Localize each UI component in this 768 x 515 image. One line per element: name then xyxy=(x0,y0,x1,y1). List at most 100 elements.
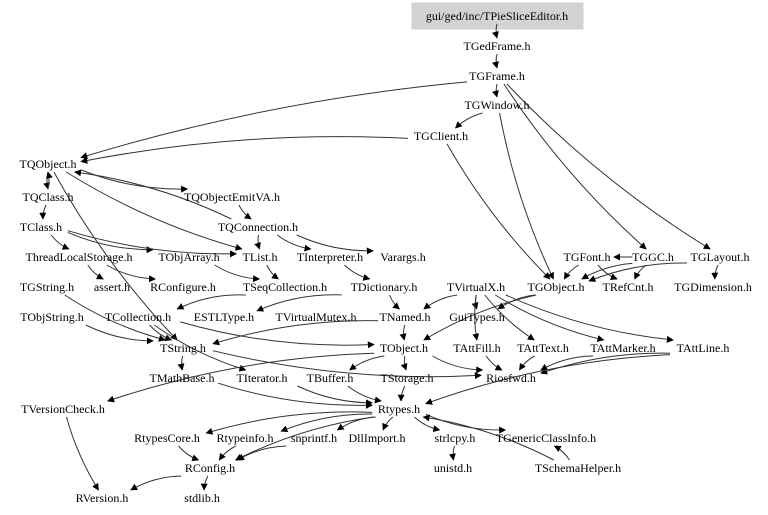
node-tschemahelper[interactable]: TSchemaHelper.h xyxy=(535,461,621,475)
node-tgedframe[interactable]: TGedFrame.h xyxy=(464,39,531,53)
edge-tattline-to-rtypes xyxy=(425,354,671,405)
edge-tqconnection-to-tqobject xyxy=(74,169,232,220)
edge-tgfont-to-tgobject xyxy=(563,264,579,280)
edge-titerator-to-rtypes xyxy=(297,385,373,407)
node-tgfont[interactable]: TGFont.h xyxy=(563,250,610,264)
node-stdlib[interactable]: stdlib.h xyxy=(184,491,220,505)
edge-root-to-tgedframe xyxy=(492,23,499,39)
edge-tdictionary-to-estltype xyxy=(256,294,342,312)
edge-tbuffer-to-rtypes xyxy=(347,385,382,404)
node-tdictionary[interactable]: TDictionary.h xyxy=(351,280,418,294)
edge-tschemahelper-to-tgenericclassinfo xyxy=(553,445,570,461)
edge-tqobject-to-tqclass xyxy=(43,171,50,190)
edge-tcollection-to-tobject xyxy=(180,321,375,349)
node-assert[interactable]: assert.h xyxy=(94,280,130,294)
edge-tqobject-to-tlist xyxy=(65,171,243,251)
edge-threadlocalstorage-to-assert xyxy=(87,264,104,280)
edge-tgframe-to-tggc xyxy=(503,83,647,250)
node-tqconnection[interactable]: TQConnection.h xyxy=(218,220,298,234)
node-tattline[interactable]: TAttLine.h xyxy=(677,341,730,355)
node-trefcnt[interactable]: TRefCnt.h xyxy=(603,280,654,294)
node-threadlocalstorage[interactable]: ThreadLocalStorage.h xyxy=(26,250,133,264)
edge-tstring-to-tmathbase xyxy=(177,355,185,371)
node-estltype[interactable]: ESTLType.h xyxy=(194,310,254,324)
node-tcollection[interactable]: TCollection.h xyxy=(105,310,171,324)
node-rconfigure[interactable]: RConfigure.h xyxy=(150,280,216,294)
edge-tgfont-to-trefcnt xyxy=(597,264,618,280)
node-tvirtualx[interactable]: TVirtualX.h xyxy=(447,280,505,294)
node-tglayout[interactable]: TGLayout.h xyxy=(691,250,750,264)
node-tqclass[interactable]: TQClass.h xyxy=(23,190,74,204)
node-tnamed[interactable]: TNamed.h xyxy=(380,310,431,324)
edge-tvirtualx-to-tatttext xyxy=(484,294,535,341)
node-tobjstring[interactable]: TObjString.h xyxy=(20,310,83,324)
node-tgenericclassinfo[interactable]: TGenericClassInfo.h xyxy=(496,431,596,445)
node-varargs[interactable]: Varargs.h xyxy=(380,250,425,264)
edge-tqconnection-to-varargs xyxy=(296,234,374,255)
edge-tqobject-to-tstring xyxy=(53,171,178,341)
node-tobject[interactable]: TObject.h xyxy=(380,341,428,355)
node-rtypescore[interactable]: RtypesCore.h xyxy=(134,431,200,445)
node-tgstring[interactable]: TGString.h xyxy=(20,280,74,294)
node-tversioncheck[interactable]: TVersionCheck.h xyxy=(21,402,105,416)
node-titerator[interactable]: TIterator.h xyxy=(237,371,288,385)
node-strlcpy[interactable]: strlcpy.h xyxy=(435,431,476,445)
edge-tnamed-to-tobject xyxy=(399,324,407,341)
node-rtypes[interactable]: Rtypes.h xyxy=(378,402,420,416)
edge-tattfill-to-riosfwd xyxy=(485,355,503,371)
node-tbuffer[interactable]: TBuffer.h xyxy=(307,371,354,385)
node-tclass[interactable]: TClass.h xyxy=(20,220,62,234)
edge-rconfig-to-stdlib xyxy=(200,475,209,491)
node-rconfig[interactable]: RConfig.h xyxy=(185,461,235,475)
edge-tversioncheck-to-rversion xyxy=(66,416,99,491)
edge-tgwindow-to-tgclient xyxy=(454,112,483,129)
edge-tgstring-to-tstring xyxy=(64,294,166,342)
node-root[interactable]: gui/ged/inc/TPieSliceEditor.h xyxy=(426,9,568,23)
node-tattmarker[interactable]: TAttMarker.h xyxy=(590,341,655,355)
node-tobjarray[interactable]: TObjArray.h xyxy=(158,250,219,264)
edge-tqclass-to-tqobject xyxy=(46,171,53,190)
edge-tattline-to-riosfwd xyxy=(540,352,671,375)
node-tatttext[interactable]: TAttText.h xyxy=(517,341,569,355)
node-tvirtualmutex[interactable]: TVirtualMutex.h xyxy=(276,310,357,324)
edge-rtypes-to-snprintf xyxy=(336,416,376,431)
edge-tqobject-to-tqobjectemitva xyxy=(80,169,189,193)
node-tmathbase[interactable]: TMathBase.h xyxy=(150,371,215,385)
edge-rtypescore-to-rconfig xyxy=(178,445,200,462)
edge-rtypes-to-rconfig xyxy=(234,416,374,461)
edge-tclass-to-tlist xyxy=(67,230,237,258)
node-tggc[interactable]: TGGC.h xyxy=(632,250,674,264)
node-riosfwd[interactable]: Riosfwd.h xyxy=(486,371,536,385)
node-tstorage[interactable]: TStorage.h xyxy=(381,371,434,385)
node-tattfill[interactable]: TAttFill.h xyxy=(453,341,500,355)
node-rtypeinfo[interactable]: Rtypeinfo.h xyxy=(217,431,274,445)
edge-tgframe-to-tglayout xyxy=(506,83,711,250)
node-snprintf[interactable]: snprintf.h xyxy=(291,431,337,445)
node-tseqcollection[interactable]: TSeqCollection.h xyxy=(243,280,327,294)
edge-snprintf-to-rconfig xyxy=(237,445,287,461)
node-dllimport[interactable]: DllImport.h xyxy=(349,431,406,445)
edge-tstorage-to-rtypes xyxy=(397,385,406,402)
node-tqobject[interactable]: TQObject.h xyxy=(20,157,77,171)
root-node-box xyxy=(411,2,584,30)
node-tgwindow[interactable]: TGWindow.h xyxy=(464,98,529,112)
edge-tgobject-to-tobject xyxy=(423,294,537,341)
node-tinterpreter[interactable]: TInterpreter.h xyxy=(297,250,363,264)
node-tlist[interactable]: TList.h xyxy=(243,250,278,264)
edge-tglayout-to-tgdimension xyxy=(711,264,719,280)
node-rversion[interactable]: RVersion.h xyxy=(76,491,129,505)
edge-rtypes-to-rtypescore xyxy=(205,411,373,435)
edge-tclass-to-tobjarray xyxy=(67,231,154,254)
node-tgframe[interactable]: TGFrame.h xyxy=(469,69,525,83)
edge-tinterpreter-to-tdictionary xyxy=(344,264,371,281)
edge-tgedframe-to-tgframe xyxy=(492,53,499,69)
node-tqobjectemitva[interactable]: TQObjectEmitVA.h xyxy=(184,190,280,204)
node-unistd[interactable]: unistd.h xyxy=(434,461,472,475)
edge-tschemahelper-to-rtypes xyxy=(422,414,554,461)
node-tgclient[interactable]: TGClient.h xyxy=(414,129,468,143)
edge-tqclass-to-tclass xyxy=(39,204,47,220)
node-guitypes[interactable]: GuiTypes.h xyxy=(449,310,505,324)
node-tgdimension[interactable]: TGDimension.h xyxy=(674,280,752,294)
node-tgobject[interactable]: TGObject.h xyxy=(528,280,585,294)
node-tstring[interactable]: TString.h xyxy=(160,341,206,355)
